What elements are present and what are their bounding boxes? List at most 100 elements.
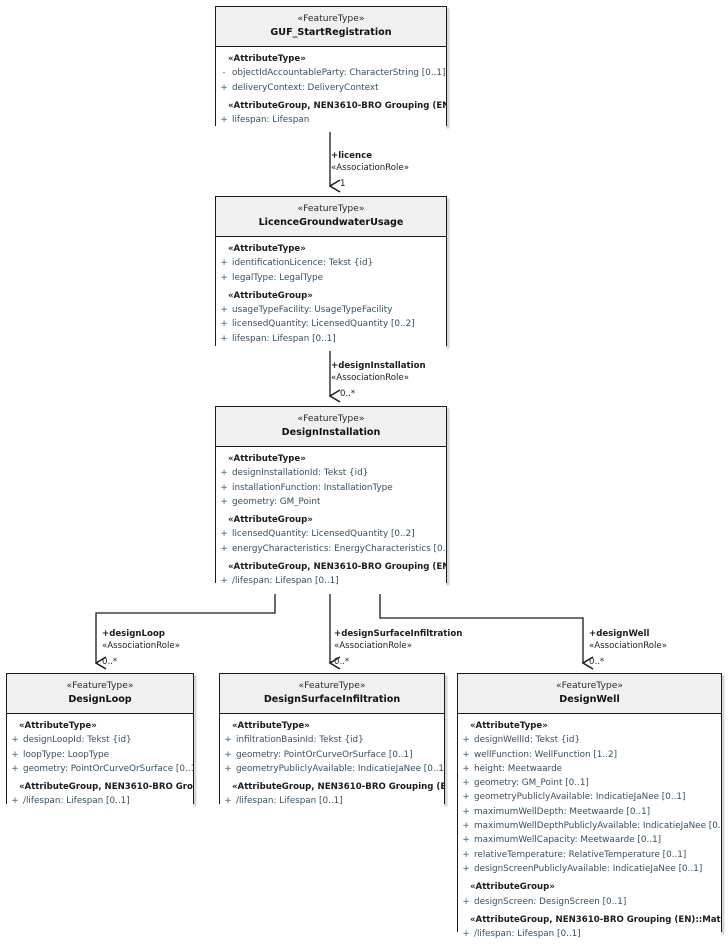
association-label-assoc-design-loop[interactable]: +designLoop«AssociationRole»	[102, 628, 180, 653]
attribute-group-label: «AttributeGroup, NEN3610-BRO Grouping (E…	[232, 782, 444, 793]
attribute-row[interactable]: +geometry: GM_Point [0..1]	[458, 776, 721, 790]
attribute-row[interactable]: +wellFunction: WellFunction [1..2]	[458, 748, 721, 762]
uml-class-design-surface-infiltration[interactable]: «FeatureType»DesignSurfaceInfiltration«A…	[219, 673, 445, 814]
attribute-row[interactable]: +infiltrationBasinId: Tekst {id}	[220, 733, 444, 747]
attribute-signature: geometryPubliclyAvailable: IndicatieJaNe…	[474, 792, 686, 803]
attribute-visibility: +	[220, 333, 228, 344]
attribute-signature: installationFunction: InstallationType	[232, 482, 393, 493]
association-role-name: +designLoop	[102, 629, 165, 639]
attribute-row[interactable]: +geometry: PointOrCurveOrSurface [0..1]	[220, 748, 444, 762]
attribute-signature: lifespan: Lifespan	[232, 115, 310, 126]
class-stereotype: «FeatureType»	[297, 203, 365, 214]
attribute-group-label: «AttributeGroup, NEN3610-BRO Grouping (E…	[228, 100, 446, 111]
attribute-signature: deliveryContext: DeliveryContext	[232, 82, 379, 93]
association-label-assoc-design-surface-infiltration[interactable]: +designSurfaceInfiltration«AssociationRo…	[334, 628, 462, 653]
attribute-signature: maximumWellDepthPubliclyAvailable: Indic…	[474, 821, 721, 832]
attribute-row[interactable]: +relativeTemperature: RelativeTemperatur…	[458, 848, 721, 862]
attribute-row[interactable]: +/lifespan: Lifespan [0..1]	[220, 794, 444, 808]
attribute-signature: designWellId: Tekst {id}	[474, 735, 581, 746]
attribute-signature: geometry: GM_Point [0..1]	[474, 778, 589, 789]
attribute-group-label: «AttributeType»	[232, 721, 310, 731]
attribute-signature: geometry: PointOrCurveOrSurface [0..1]	[236, 749, 413, 760]
attribute-visibility: +	[220, 305, 228, 316]
class-header: «FeatureType»DesignInstallation	[216, 407, 446, 447]
attribute-row[interactable]: +licensedQuantity: LicensedQuantity [0..…	[216, 317, 446, 331]
association-role-name: +designSurfaceInfiltration	[334, 629, 463, 639]
association-stereotype: «AssociationRole»	[331, 373, 409, 384]
attribute-row[interactable]: +deliveryContext: DeliveryContext	[216, 81, 446, 95]
attribute-visibility: +	[220, 272, 228, 283]
attribute-row[interactable]: +licensedQuantity: LicensedQuantity [0..…	[216, 527, 446, 541]
association-label-assoc-design-well[interactable]: +designWell«AssociationRole»	[589, 628, 667, 653]
attribute-visibility: +	[462, 806, 470, 817]
attribute-row[interactable]: +identificationLicence: Tekst {id}	[216, 256, 446, 270]
attribute-row[interactable]: +designScreenPubliclyAvailable: Indicati…	[458, 862, 721, 876]
attribute-signature: wellFunction: WellFunction [1..2]	[474, 749, 618, 760]
attribute-row[interactable]: +/lifespan: Lifespan [0..1]	[7, 794, 193, 808]
class-name: LicenceGroundwaterUsage	[258, 217, 404, 228]
attribute-row[interactable]: + designScreen: DesignScreen [0..1]	[458, 895, 721, 909]
attribute-signature: relativeTemperature: RelativeTemperature…	[474, 849, 687, 860]
association-role-name: +licence	[331, 151, 373, 161]
attribute-row[interactable]: +/lifespan: Lifespan [0..1]	[216, 574, 446, 588]
attribute-row[interactable]: + installationFunction: InstallationType	[216, 481, 446, 495]
association-role-name: +designInstallation	[331, 361, 426, 371]
attribute-signature: designLoopId: Tekst {id}	[23, 735, 132, 746]
class-name: GUF_StartRegistration	[270, 27, 392, 38]
attribute-signature: /lifespan: Lifespan [0..1]	[23, 796, 130, 807]
class-header: «FeatureType»GUF_StartRegistration	[216, 7, 446, 47]
attribute-signature: /lifespan: Lifespan [0..1]	[474, 929, 581, 940]
attribute-row[interactable]: +maximumWellDepthPubliclyAvailable: Indi…	[458, 819, 721, 833]
association-label-assoc-design-installation[interactable]: +designInstallation «AssociationRole»	[331, 360, 426, 385]
attribute-visibility: +	[220, 258, 228, 269]
attribute-visibility: +	[462, 896, 470, 907]
attribute-visibility: +	[220, 115, 228, 126]
attribute-row[interactable]: -objectIdAccountableParty: CharacterStri…	[216, 66, 446, 80]
association-label-assoc-licence[interactable]: +licence «AssociationRole»	[331, 150, 409, 175]
class-attributes: «AttributeType»-objectIdAccountableParty…	[216, 47, 446, 133]
class-name: DesignInstallation	[281, 427, 381, 438]
attribute-row[interactable]: +/lifespan: Lifespan [0..1]	[458, 927, 721, 941]
attribute-row[interactable]: +geometry: PointOrCurveOrSurface [0..1]	[7, 762, 193, 776]
attribute-row[interactable]: +geometryPubliclyAvailable: IndicatieJaN…	[220, 762, 444, 776]
attribute-group-label: «AttributeGroup, NEN3610-BRO Grouping (E…	[228, 562, 446, 573]
uml-class-licence-groundwater-usage[interactable]: «FeatureType»LicenceGroundwaterUsage«Att…	[215, 196, 447, 352]
attribute-visibility: -	[222, 68, 226, 79]
association-multiplicity: 0..*	[102, 657, 118, 667]
class-stereotype: «FeatureType»	[298, 680, 366, 691]
uml-class-design-installation[interactable]: «FeatureType»DesignInstallation «Attribut…	[215, 406, 447, 594]
attribute-row[interactable]: +designInstallationId: Tekst {id}	[216, 466, 446, 480]
attribute-row[interactable]: + usageTypeFacility: UsageTypeFacility	[216, 303, 446, 317]
attribute-signature: designScreen: DesignScreen [0..1]	[474, 896, 627, 907]
uml-class-guf-startregistration[interactable]: «FeatureType»GUF_StartRegistration«Attri…	[215, 6, 447, 133]
attribute-signature: usageTypeFacility: UsageTypeFacility	[232, 305, 393, 316]
attribute-row[interactable]: +legalType: LegalType	[216, 271, 446, 285]
attribute-group-label: «AttributeType»	[228, 54, 306, 64]
attribute-row[interactable]: +geometry: GM_Point	[216, 495, 446, 509]
attribute-signature: loopType: LoopType	[23, 749, 110, 760]
attribute-row[interactable]: +maximumWellDepth: Meetwaarde [0..1]	[458, 805, 721, 819]
attribute-row[interactable]: +geometryPubliclyAvailable: IndicatieJaN…	[458, 790, 721, 804]
attribute-row[interactable]: +loopType: LoopType	[7, 748, 193, 762]
attribute-row[interactable]: +designWellId: Tekst {id}	[458, 733, 721, 747]
class-attributes: «AttributeType»+designLoopId: Tekst {id}…	[7, 714, 193, 814]
class-attributes: «AttributeType» +infiltrationBasinId: Tek…	[220, 714, 444, 814]
association-stereotype: «AssociationRole»	[331, 163, 409, 174]
attribute-row[interactable]: +lifespan: Lifespan [0..1]	[216, 332, 446, 346]
attribute-row[interactable]: +designLoopId: Tekst {id}	[7, 733, 193, 747]
attribute-signature: height: Meetwaarde	[474, 763, 563, 774]
attribute-signature: licensedQuantity: LicensedQuantity [0..2…	[232, 319, 415, 330]
class-header: «FeatureType» LicenceGroundwaterUsage	[216, 197, 446, 237]
attribute-row[interactable]: +height: Meetwaarde	[458, 762, 721, 776]
attribute-group-label: «AttributeType»	[228, 454, 306, 464]
attribute-visibility: +	[220, 482, 228, 493]
attribute-row[interactable]: +maximumWellCapacity: Meetwaarde [0..1]	[458, 833, 721, 847]
uml-class-design-loop[interactable]: «FeatureType»DesignLoop«AttributeType»+d…	[6, 673, 194, 814]
uml-class-design-well[interactable]: «FeatureType»DesignWell«AttributeType»+d…	[457, 673, 722, 946]
attribute-row[interactable]: + lifespan: Lifespan	[216, 113, 446, 127]
attribute-signature: maximumWellCapacity: Meetwaarde [0..1]	[474, 835, 662, 846]
attribute-group-label: «AttributeGroup»	[228, 515, 313, 526]
attribute-row[interactable]: +energyCharacteristics: EnergyCharacteri…	[216, 542, 446, 556]
attribute-signature: objectIdAccountableParty: CharacterStrin…	[232, 68, 446, 79]
attribute-visibility: +	[462, 863, 470, 874]
